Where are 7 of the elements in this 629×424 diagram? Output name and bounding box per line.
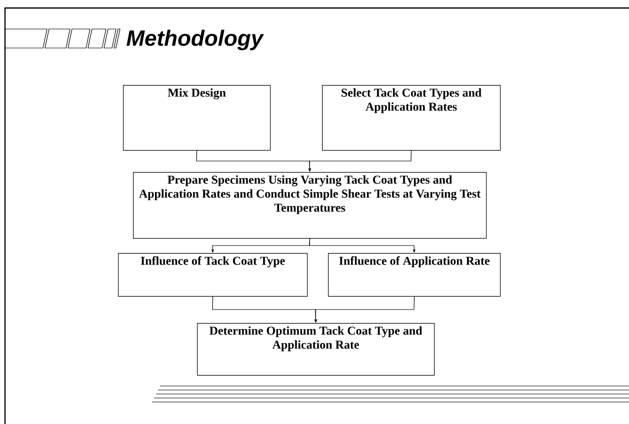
process-box: Determine Optimum Tack Coat Type and Application Rate: [197, 323, 435, 376]
process-box: Prepare Specimens Using Varying Tack Coat Types and Application Rates and Conduct Simple Shear Tests at Varying Test Temperatures: [133, 172, 487, 239]
title: Methodology: [126, 30, 264, 50]
process-box: Mix Design: [123, 85, 271, 151]
process-box: Select Tack Coat Types and Application Rates: [322, 85, 501, 151]
process-box: Influence of Tack Coat Type: [118, 253, 308, 297]
process-box: Influence of Application Rate: [328, 253, 501, 297]
